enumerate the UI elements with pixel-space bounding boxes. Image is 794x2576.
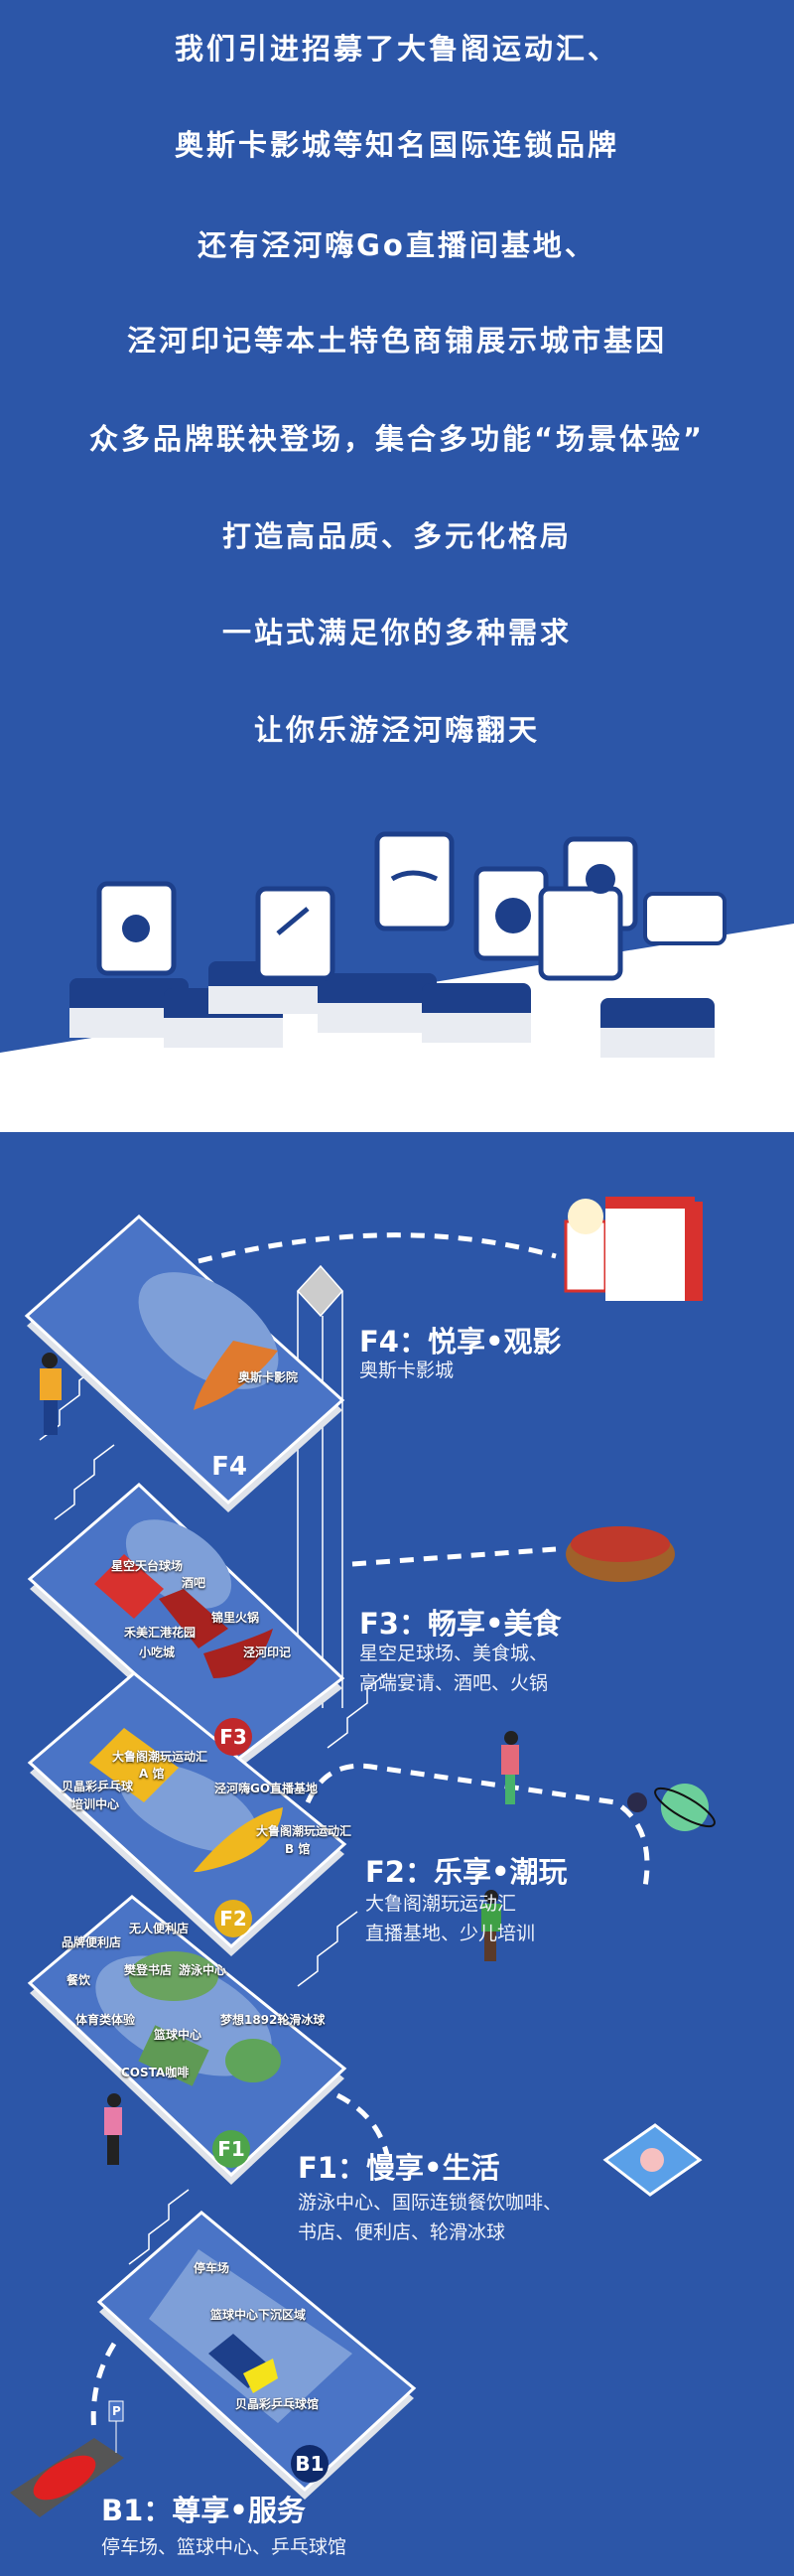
marker-label[interactable]: 体育类体验	[75, 2013, 136, 2027]
floor-plate-b1	[96, 2211, 417, 2500]
intro-line: 打造高品质、多元化格局	[221, 519, 572, 553]
marker-label[interactable]: 停车场	[194, 2261, 230, 2275]
intro-line: 奥斯卡影城等知名国际连锁品牌	[174, 128, 619, 162]
marker-label[interactable]: 酒吧	[182, 1576, 206, 1590]
floor-plate-f3	[27, 1482, 345, 1773]
marker-label[interactable]: COSTA咖啡	[121, 2066, 190, 2079]
floor-badge-f2: F2	[214, 1900, 252, 1937]
intro-line: 还有泾河嗨Go直播间基地、	[198, 228, 596, 262]
intro-line: 我们引进招募了大鲁阁运动汇、	[174, 32, 619, 66]
connector-lines	[90, 1232, 650, 2434]
floor-title-f3: F3：畅享•美食	[359, 1607, 562, 1641]
parked-car-icon	[10, 2438, 124, 2517]
marker-label[interactable]: 贝晶彩乒乓球	[62, 1780, 134, 1793]
sport-tiles-icon	[69, 831, 727, 1058]
marker-label[interactable]: 培训中心	[71, 1797, 120, 1811]
marker-label[interactable]: 大鲁阁潮玩运动汇	[112, 1750, 208, 1764]
floor-badge-f4: F4	[211, 1452, 247, 1482]
person-icon	[481, 1890, 501, 1961]
marker-label[interactable]: 星空天台球场	[111, 1559, 184, 1573]
intro-line: 让你乐游泾河嗨翻天	[253, 713, 540, 747]
stairs-icon	[39, 1335, 388, 2265]
floor-plate-f4	[24, 1214, 345, 1512]
floor-badge-f1: F1	[212, 2130, 250, 2168]
popcorn-cinema-icon	[564, 1197, 703, 1301]
marker-label[interactable]: 篮球中心	[154, 2028, 202, 2042]
hotpot-icon	[566, 1526, 675, 1582]
marker-label[interactable]: 餐饮	[66, 1973, 91, 1987]
marker-label[interactable]: 奥斯卡影院	[238, 1370, 299, 1384]
floor-desc-f1: 游泳中心、国际连锁餐饮咖啡、书店、便利店、轮滑冰球	[298, 2192, 563, 2243]
intro-line: 泾河印记等本土特色商铺展示城市基因	[126, 324, 667, 358]
floor-badge-b1: B1	[291, 2445, 329, 2483]
marker-label[interactable]: 泾河嗨GO直播基地	[214, 1782, 319, 1795]
marker-label[interactable]: 樊登书店	[124, 1963, 173, 1977]
marker-label[interactable]: 游泳中心	[179, 1963, 227, 1977]
marker-label[interactable]: A 馆	[139, 1767, 165, 1781]
floor-title-f1: F1：慢享•生活	[298, 2151, 500, 2185]
intro-line: 众多品牌联袂登场，集合多功能“场景体验”	[88, 422, 706, 456]
floor-desc-b1: 停车场、篮球中心、乒乓球馆	[101, 2536, 347, 2558]
floor-plate-f2	[27, 1671, 347, 1956]
marker-label[interactable]: 贝晶彩乒乓球馆	[235, 2397, 320, 2411]
marker-label[interactable]: 锦里火锅	[211, 1611, 260, 1625]
floor-desc-f4: 奥斯卡影城	[359, 1360, 455, 1381]
marker-label[interactable]: 泾河印记	[243, 1646, 292, 1659]
floor-title-b1: B1：尊享•服务	[101, 2494, 306, 2527]
planet-icon	[627, 1784, 716, 1831]
marker-label[interactable]: 禾美汇港花园	[124, 1626, 197, 1640]
floor-desc-f3: 星空足球场、美食城、高端宴请、酒吧、火锅	[359, 1643, 549, 1694]
floor-badge-f3: F3	[214, 1718, 252, 1756]
floor-plate-f1	[27, 1895, 347, 2185]
floor-title-f4: F4：悦享•观影	[359, 1325, 562, 1359]
marker-label[interactable]: 品牌便利店	[62, 1935, 122, 1949]
marker-label[interactable]: 无人便利店	[129, 1922, 190, 1935]
marker-label[interactable]: 大鲁阁潮玩运动汇	[256, 1824, 352, 1838]
parking-sign-label: P	[112, 2404, 121, 2418]
parking-sign-icon	[108, 2400, 124, 2453]
marker-label[interactable]: 梦想1892轮滑冰球	[220, 2013, 326, 2027]
floor-title-f2: F2：乐享•潮玩	[365, 1855, 568, 1889]
swimming-pool-icon	[602, 2123, 703, 2197]
person-icon	[40, 1353, 62, 1435]
marker-label[interactable]: B 馆	[285, 1842, 311, 1856]
marker-label[interactable]: 篮球中心下沉区域	[210, 2308, 307, 2322]
person-icon	[501, 1731, 519, 1804]
floor-desc-f2: 大鲁阁潮玩运动汇直播基地、少儿培训	[365, 1893, 536, 1944]
person-icon	[104, 2093, 122, 2165]
marker-label[interactable]: 小吃城	[139, 1646, 176, 1659]
intro-line: 一站式满足你的多种需求	[221, 616, 572, 649]
